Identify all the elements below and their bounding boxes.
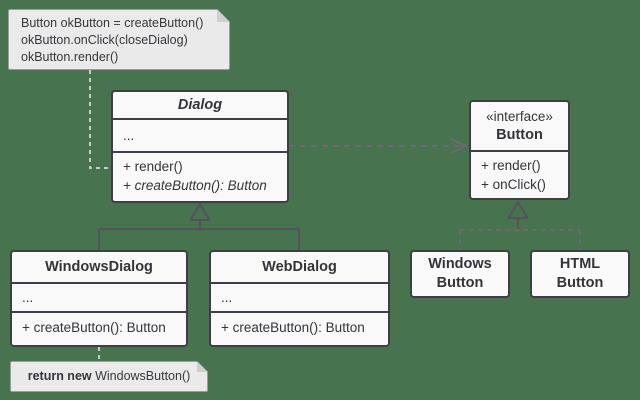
method-render: + render() (123, 159, 183, 174)
realization-dashed-lines (459, 229, 581, 250)
inheritance-lines (98, 221, 300, 250)
note-fold-icon (197, 361, 208, 372)
class-box-dialog: Dialog ... + render() + createButton(): … (111, 90, 289, 203)
class-attributes-dialog: ... (113, 118, 287, 151)
class-title-web-dialog: WebDialog (262, 259, 337, 275)
method-createbutton-web: + createButton(): Button (211, 311, 388, 341)
inheritance-triangle (189, 203, 211, 221)
class-box-html-button: HTML Button (530, 250, 630, 298)
note-keyword: return new (27, 369, 92, 383)
interface-name: Button (496, 127, 543, 143)
realization-triangle (507, 201, 529, 219)
client-code-note: Button okButton = createButton() okButto… (8, 9, 230, 70)
note-code: WindowsButton() (91, 369, 191, 383)
method-createbutton-abstract: + createButton(): Button (123, 178, 267, 193)
class-title-dialog: Dialog (177, 97, 223, 113)
title-line: Button (436, 275, 484, 291)
class-methods-button: + render() + onClick() (471, 150, 568, 198)
class-attributes-web-dialog: ... (211, 282, 388, 311)
class-box-windows-button: Windows Button (410, 250, 510, 298)
factory-return-note: return new WindowsButton() (10, 361, 208, 392)
class-title-html-button: HTML Button (532, 252, 628, 296)
method-createbutton-windows: + createButton(): Button (12, 311, 186, 341)
class-title-button: «interface» Button (471, 102, 568, 150)
note-fold-icon (217, 9, 230, 22)
class-box-web-dialog: WebDialog ... + createButton(): Button (209, 250, 390, 347)
class-title-windows-button: Windows Button (412, 252, 508, 296)
dependency-open-arrowhead (450, 138, 469, 154)
title-line: Button (556, 275, 604, 291)
note-to-dialog-connector (89, 70, 111, 169)
method-onclick: + onClick() (481, 177, 546, 192)
class-methods-dialog: + render() + createButton(): Button (113, 151, 287, 199)
note-line: Button okButton = createButton() (21, 16, 204, 30)
title-line: HTML (559, 256, 601, 272)
note-line: okButton.onClick(closeDialog) (21, 33, 188, 47)
class-box-button-interface: «interface» Button + render() + onClick(… (469, 100, 570, 200)
interface-stereotype: «interface» (486, 109, 553, 124)
note-line: okButton.render() (21, 50, 119, 64)
method-render: + render() (481, 158, 541, 173)
class-title-windows-dialog: WindowsDialog (45, 259, 153, 275)
class-box-windows-dialog: WindowsDialog ... + createButton(): Butt… (10, 250, 188, 347)
title-line: Windows (428, 256, 492, 272)
class-attributes-windows-dialog: ... (12, 282, 186, 311)
